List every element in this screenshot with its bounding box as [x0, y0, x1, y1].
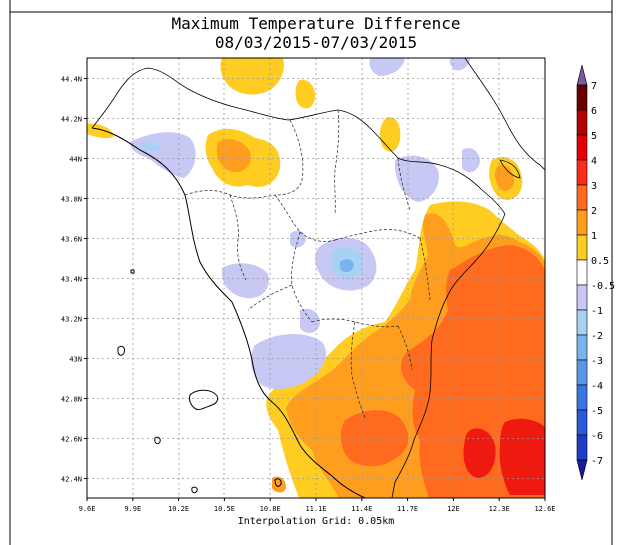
colorbar-label: -4: [591, 381, 603, 392]
y-tick-label: 44N: [69, 156, 82, 164]
island-elba: [189, 389, 219, 410]
cold-area-south-small: [300, 308, 320, 333]
y-tick-label: 43.6N: [61, 236, 82, 244]
x-tick-label: 10.8E: [260, 505, 281, 513]
colorbar-swatch: [576, 409, 588, 436]
x-tick-label: 12.6E: [534, 505, 555, 513]
x-tick-label: 10.2E: [168, 505, 189, 513]
colorbar-label: -7: [591, 456, 603, 467]
graticule: [87, 58, 545, 498]
colorbar-swatch: [576, 359, 588, 386]
colorbar-label: -3: [591, 356, 603, 367]
colorbar-label: 2: [591, 206, 597, 217]
x-tick-label: 11.7E: [397, 505, 418, 513]
northern-boundary: [91, 67, 506, 215]
colorbar-label: -1: [591, 306, 603, 317]
northeast-border: [464, 58, 545, 171]
map-plot-area: [87, 58, 545, 498]
y-tick-label: 43.8N: [61, 196, 82, 204]
cold-area-mid-west: [221, 263, 269, 299]
colorbar-swatch: [576, 334, 588, 361]
x-tick-label: 9.9E: [124, 505, 141, 513]
tuscany-coastline: [91, 127, 366, 498]
colorbar-label: 0.5: [591, 256, 609, 267]
colorbar-label: -6: [591, 431, 603, 442]
island-montecristo: [191, 486, 198, 494]
coastline-and-borders: [91, 58, 545, 498]
y-tick-label: 42.6N: [61, 436, 82, 444]
cold-area-northeast-2: [462, 148, 480, 173]
cold-area-center-deep: [340, 259, 354, 273]
colorbar-swatch: [576, 134, 588, 161]
colorbar-swatch: [576, 284, 588, 311]
colorbar-label: 5: [591, 131, 597, 142]
x-tick-label: 11.4E: [351, 505, 372, 513]
warm-blob-north-5-core: [495, 164, 514, 191]
cold-area-northeast: [394, 155, 439, 202]
map-date-range: 08/03/2015-07/03/2015: [215, 33, 417, 52]
warm-area-dark-orange-2: [340, 410, 409, 467]
colorbar-top-arrow: [576, 64, 588, 86]
y-tick-label: 43.4N: [61, 276, 82, 284]
colorbar-swatch: [576, 384, 588, 411]
y-tick-label: 43N: [69, 356, 82, 364]
colorbar-swatch: [576, 184, 588, 211]
x-tick-label: 12.3E: [489, 505, 510, 513]
northeast-border-2: [499, 159, 521, 179]
cold-area-west-coast-core: [140, 141, 160, 151]
y-tick-label: 44.4N: [61, 76, 82, 84]
island-giglio: [274, 478, 282, 487]
colorbar-swatch: [576, 434, 588, 461]
latitude-axis: 44.4N 44.2N 44N 43.8N 43.6N 43.4N 43.2N 43N 42.8…: [61, 76, 87, 484]
map-title: Maximum Temperature Difference: [172, 14, 461, 33]
colorbar-swatch: [576, 209, 588, 236]
colorbar-swatch: [576, 234, 588, 261]
x-tick-label: 11.1E: [305, 505, 326, 513]
island-gorgona: [130, 269, 135, 274]
cold-area-north-1: [369, 58, 405, 76]
warm-blob-north-1: [220, 58, 284, 95]
colorbar-label: -5: [591, 406, 603, 417]
warm-blob-north-2: [295, 79, 316, 109]
island-pianosa: [154, 436, 161, 445]
cold-area-north-2: [449, 58, 470, 71]
colorbar-label: -2: [591, 331, 603, 342]
longitude-axis: 9.6E 9.9E 10.2E 10.5E 10.8E 11.1E 11.4E 11.7E 12…: [79, 498, 556, 513]
colorbar-swatch: [576, 84, 588, 111]
colorbar-label: 1: [591, 231, 597, 242]
y-tick-label: 43.2N: [61, 316, 82, 324]
y-tick-label: 42.4N: [61, 476, 82, 484]
warm-area-red-2: [499, 418, 545, 495]
interpolation-grid-label: Interpolation Grid: 0.05km: [238, 516, 395, 527]
colorbar-swatch: [576, 309, 588, 336]
cold-area-south-west: [250, 334, 326, 390]
x-tick-label: 9.6E: [79, 505, 96, 513]
x-tick-label: 12E: [447, 505, 460, 513]
colorbar-swatch: [576, 259, 588, 286]
colorbar-swatch: [576, 159, 588, 186]
colorbar-label: 4: [591, 156, 597, 167]
colorbar-label: -0.5: [591, 281, 615, 292]
colorbar-label: 7: [591, 81, 597, 92]
colorbar-label: 6: [591, 106, 597, 117]
colorbar-label: 3: [591, 181, 597, 192]
eastern-boundary: [391, 213, 506, 498]
x-tick-label: 10.5E: [214, 505, 235, 513]
warm-blob-north-3-core: [216, 139, 251, 173]
island-capraia: [117, 345, 125, 356]
y-tick-label: 44.2N: [61, 116, 82, 124]
province-boundaries: [184, 109, 431, 419]
warm-blob-west: [87, 123, 114, 139]
y-tick-label: 42.8N: [61, 396, 82, 404]
temperature-difference-field: [87, 58, 545, 498]
colorbar-swatch: [576, 109, 588, 136]
warm-blob-north-4: [379, 117, 401, 152]
warm-area-red: [463, 428, 496, 478]
colorbar-bottom-arrow: [576, 459, 588, 481]
colorbar-legend: 7 6 5 4 3 2 1 0.5 -0.5 -1 -2 -3 -4 -5 -6 -7: [576, 64, 615, 481]
